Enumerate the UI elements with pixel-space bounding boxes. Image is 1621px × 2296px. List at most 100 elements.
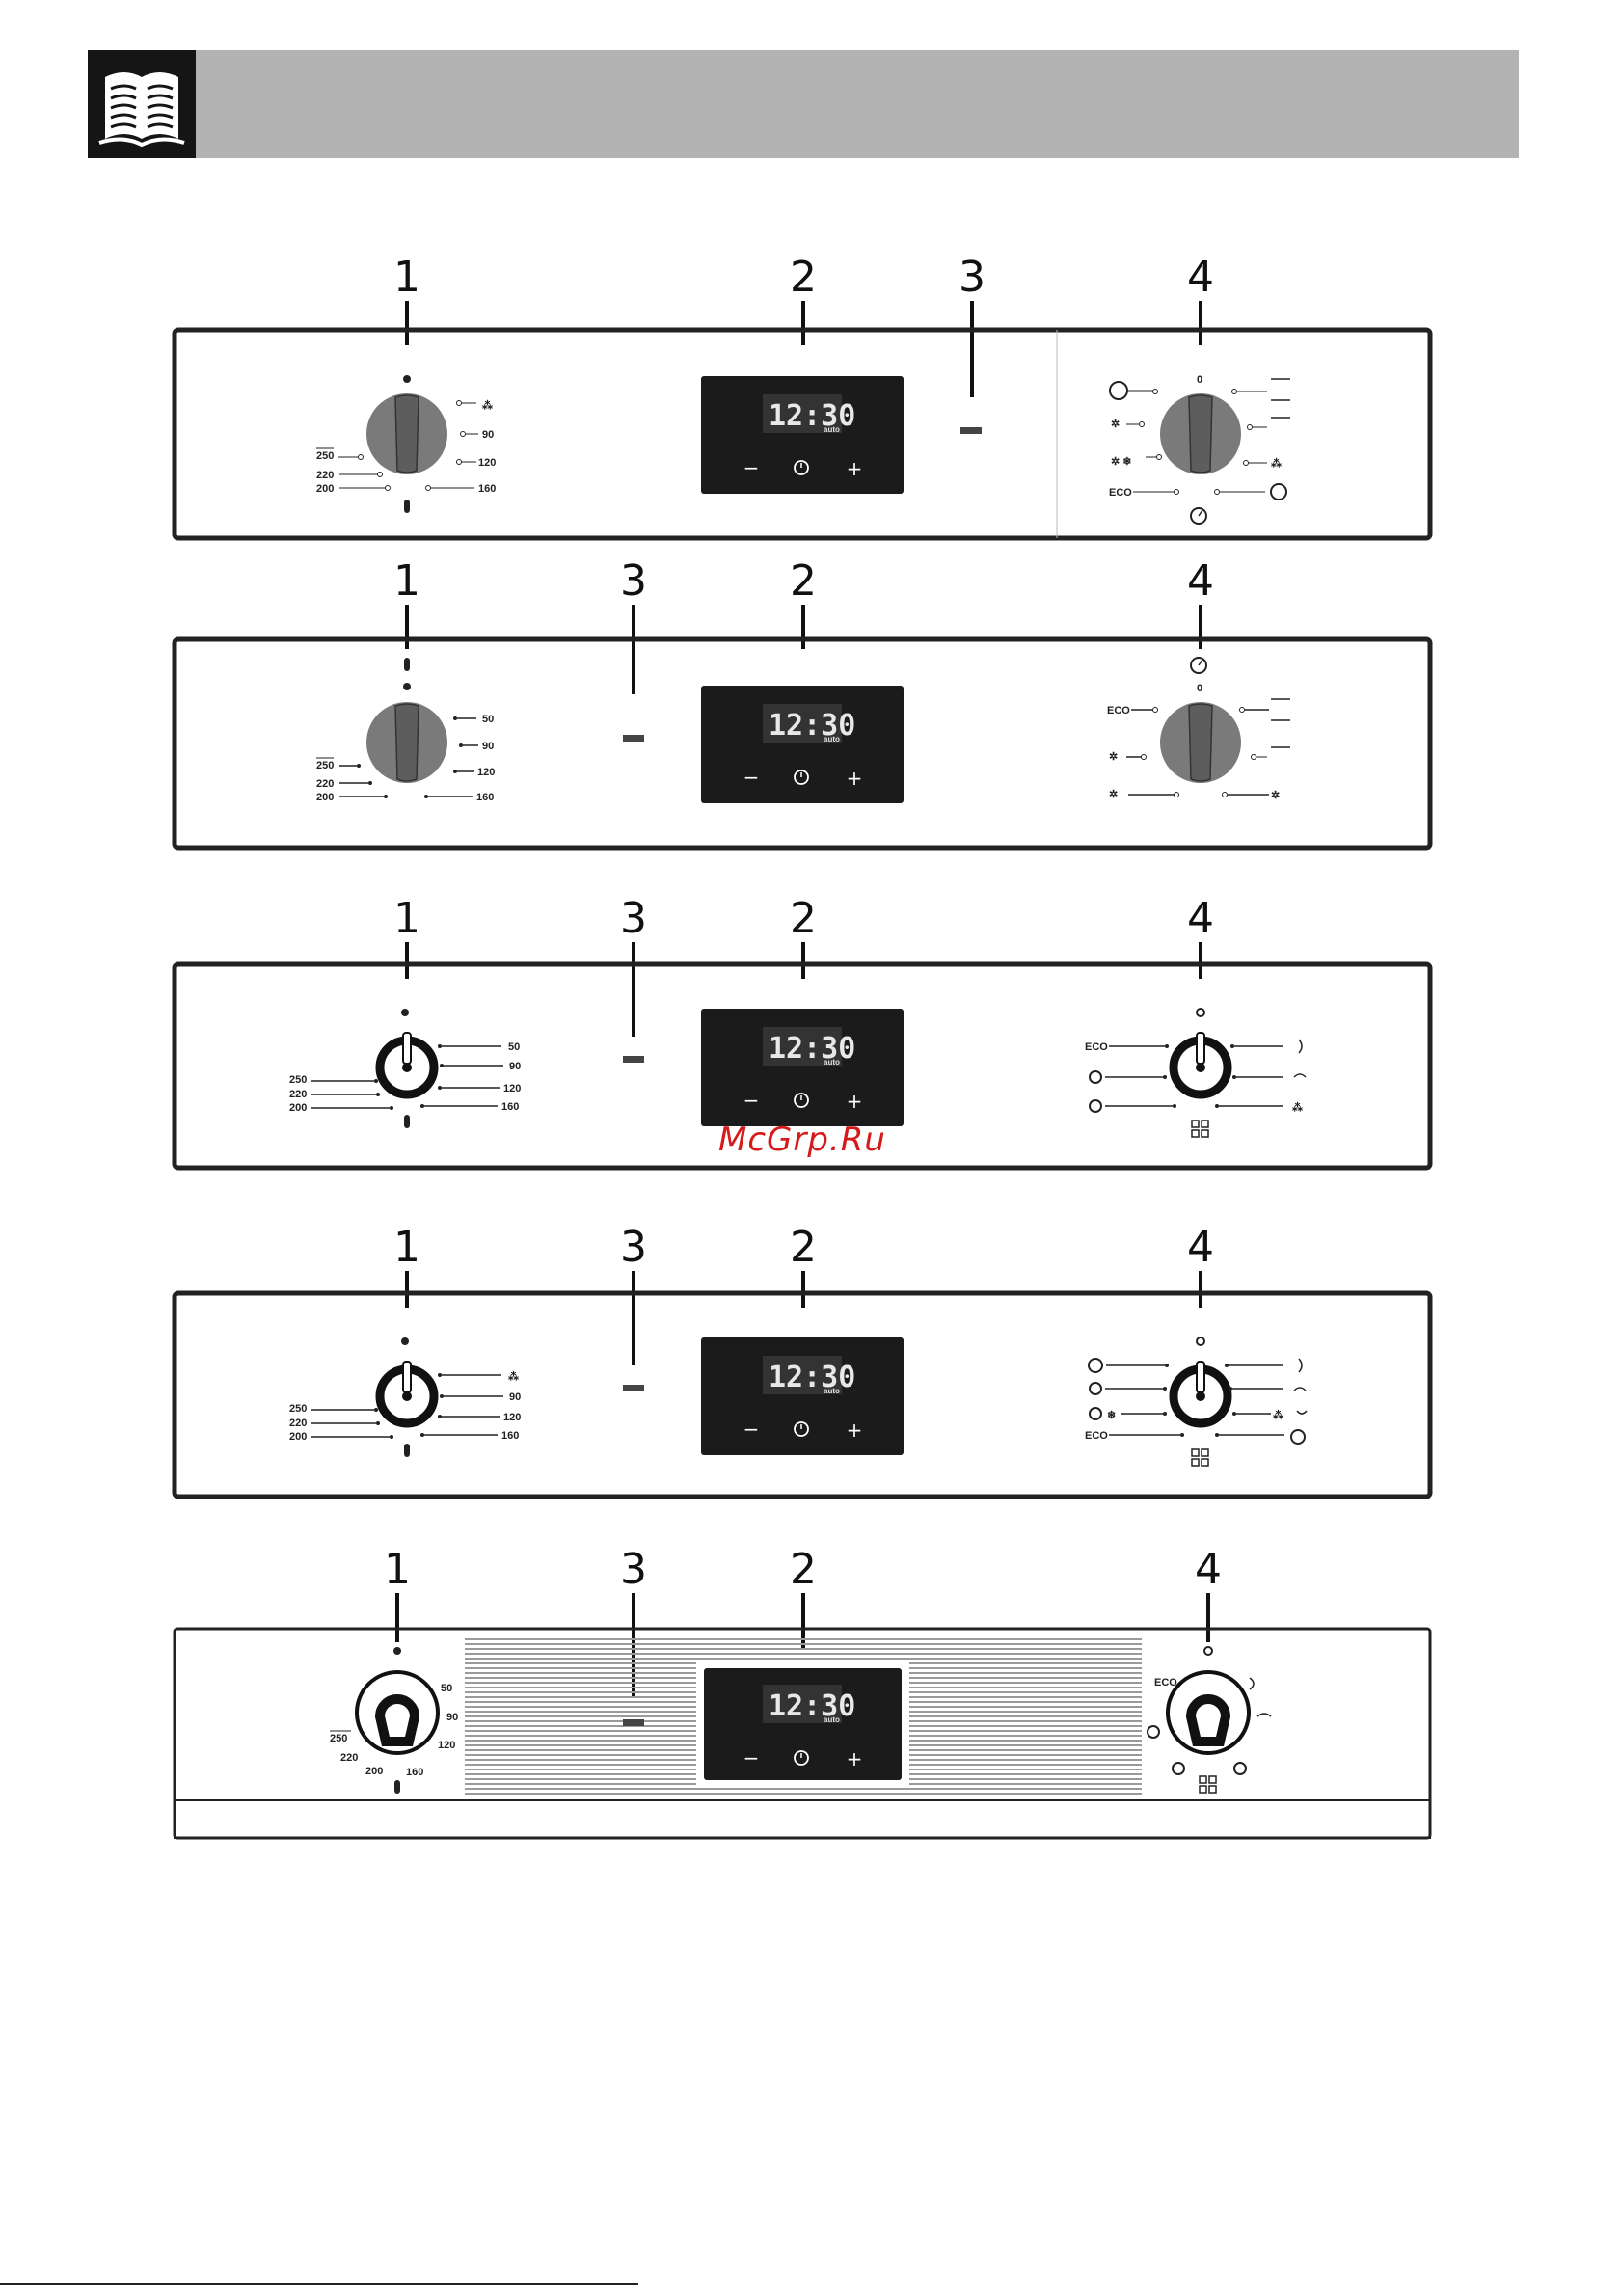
svg-text:200: 200 [316, 483, 334, 495]
svg-text:2: 2 [790, 556, 817, 606]
callout-3: 3 [959, 253, 986, 397]
minus-button[interactable]: − [743, 456, 760, 479]
function-knob[interactable] [1168, 1672, 1249, 1753]
svg-text:4: 4 [1187, 253, 1214, 302]
digital-display: 12:30 auto − + [701, 1337, 904, 1455]
svg-text:2: 2 [790, 1545, 817, 1594]
fan-grill-icon [1089, 1359, 1102, 1372]
book-icon [88, 50, 196, 158]
callout-3: 3 [620, 1545, 647, 1697]
off-marker-icon [1197, 1337, 1204, 1345]
callout-4: 4 [1187, 556, 1214, 649]
control-panel-1: 1 2 3 4 250 220 200 ⁂ [0, 251, 1621, 550]
light-button[interactable] [623, 1056, 644, 1063]
function-knob[interactable] [1160, 393, 1241, 474]
defrost-icon: ⁂ [1292, 1101, 1303, 1114]
svg-text:120: 120 [503, 1412, 521, 1423]
svg-text:220: 220 [289, 1418, 307, 1429]
thermostat-knob[interactable] [366, 393, 447, 474]
off-marker-icon [403, 683, 411, 690]
thermometer-icon [404, 1115, 410, 1128]
pyrolytic-icon [1192, 1121, 1208, 1137]
fan-bottom-icon: ✲ [1109, 789, 1118, 800]
svg-text:120: 120 [478, 457, 496, 469]
thermostat-knob[interactable] [357, 1672, 438, 1753]
defrost-icon: ⁂ [482, 399, 493, 412]
svg-text:200: 200 [365, 1766, 383, 1777]
fan-circular-icon: ✲ [1271, 790, 1280, 801]
svg-text:250: 250 [316, 760, 334, 771]
minus-button[interactable]: − [743, 1418, 760, 1441]
light-button[interactable] [623, 735, 644, 742]
svg-text:1: 1 [384, 1545, 411, 1594]
thermometer-icon [404, 658, 410, 671]
thermostat-knob[interactable] [380, 1033, 434, 1094]
svg-text:50: 50 [508, 1041, 520, 1053]
svg-text:0: 0 [1197, 683, 1202, 694]
plus-button[interactable]: + [847, 1090, 863, 1113]
svg-text:120: 120 [503, 1083, 521, 1094]
header-bar [88, 50, 1519, 158]
fan-icon: ✲ [1111, 419, 1120, 430]
svg-text:120: 120 [477, 767, 495, 778]
svg-text:250: 250 [289, 1074, 307, 1086]
svg-text:auto: auto [824, 1715, 840, 1724]
light-button[interactable] [623, 1719, 644, 1726]
digital-display: 12:30 auto − + [701, 686, 904, 803]
svg-text:auto: auto [824, 1058, 840, 1067]
thermostat-knob[interactable] [366, 702, 447, 783]
control-panel-2: 1 3 2 4 250 220 200 50 90 [0, 554, 1621, 853]
minus-button[interactable]: − [743, 766, 760, 789]
svg-text:250: 250 [330, 1733, 347, 1744]
svg-text:2: 2 [790, 253, 817, 302]
grill-icon [1294, 1074, 1306, 1077]
svg-text:1: 1 [393, 253, 420, 302]
minus-button[interactable]: − [743, 1746, 760, 1769]
plus-button[interactable]: + [847, 1418, 863, 1442]
fan-top-icon [1090, 1383, 1101, 1394]
svg-text:2: 2 [790, 894, 817, 943]
off-marker-icon [393, 1647, 401, 1655]
off-marker-icon [401, 1009, 409, 1016]
top-bottom-heat-icon [1299, 1359, 1302, 1372]
function-knob[interactable] [1174, 1033, 1228, 1094]
fan-defrost-icon [1090, 1408, 1101, 1419]
defrost-icon: ⁂ [1273, 1409, 1283, 1421]
svg-text:1: 1 [393, 1223, 420, 1272]
fan-top-icon [1148, 1726, 1159, 1738]
svg-text:3: 3 [620, 894, 647, 943]
svg-text:220: 220 [340, 1752, 358, 1764]
fan-defrost-icon: ✲ ❄ [1111, 456, 1132, 468]
thermometer-icon [404, 500, 410, 513]
plus-button[interactable]: + [847, 1747, 863, 1770]
callout-2: 2 [790, 1545, 817, 1649]
minus-button[interactable]: − [743, 1089, 760, 1112]
svg-text:90: 90 [509, 1061, 521, 1072]
bottom-heat-icon [1297, 1411, 1307, 1414]
panel-bottom-strip [175, 1800, 1430, 1838]
light-button[interactable] [960, 427, 982, 434]
digital-display: 12:30 auto − + [704, 1668, 902, 1780]
grill-icon [1257, 1714, 1271, 1716]
svg-text:12:30: 12:30 [769, 1689, 855, 1723]
defrost-icon: ⁂ [508, 1370, 519, 1383]
light-button[interactable] [623, 1385, 644, 1391]
svg-text:160: 160 [478, 483, 496, 495]
svg-text:220: 220 [289, 1089, 307, 1100]
svg-text:160: 160 [406, 1767, 423, 1778]
svg-text:4: 4 [1187, 894, 1214, 943]
svg-text:12:30: 12:30 [769, 399, 855, 433]
svg-text:160: 160 [501, 1101, 519, 1113]
function-knob[interactable] [1174, 1362, 1228, 1423]
svg-text:220: 220 [316, 778, 334, 790]
plus-button[interactable]: + [847, 767, 863, 790]
pizza-icon [1291, 1430, 1305, 1444]
function-knob[interactable] [1160, 702, 1241, 783]
off-marker-icon [1197, 1009, 1204, 1016]
thermostat-knob[interactable] [380, 1362, 434, 1423]
watermark: McGrp.Ru [718, 1121, 911, 1159]
plus-button[interactable]: + [847, 457, 863, 480]
svg-text:4: 4 [1187, 1223, 1214, 1272]
fan-bottom-icon [1173, 1763, 1184, 1774]
svg-text:2: 2 [790, 1223, 817, 1272]
